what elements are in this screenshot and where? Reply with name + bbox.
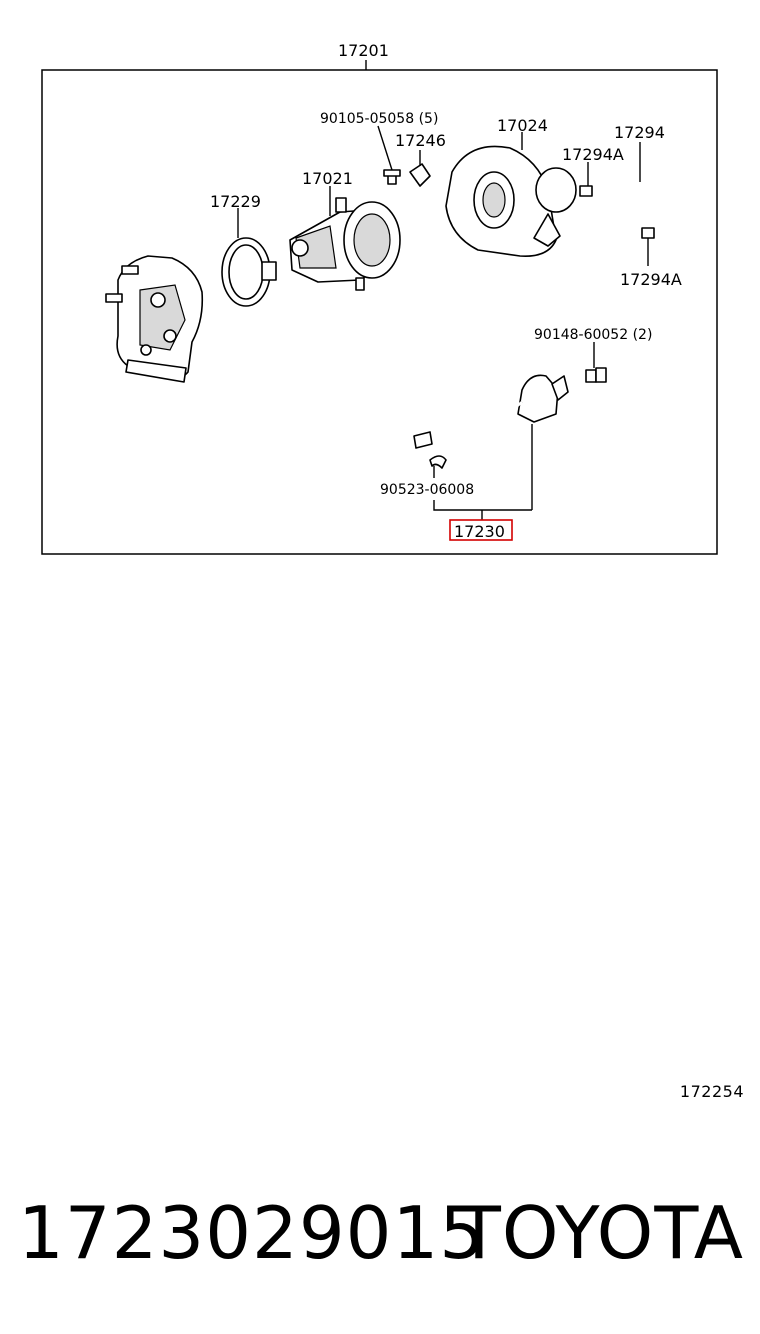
diagram-code: 172254 xyxy=(679,1082,744,1101)
wastegate-actuator-part xyxy=(413,374,569,449)
label-17246: 17246 xyxy=(395,131,446,150)
exploded-parts-diagram: 17201 17229 17021 90105-05058 (5) xyxy=(41,41,718,555)
label-90523-06008: 90523-06008 xyxy=(380,482,474,498)
label-90148-60052: 90148-60052 (2) xyxy=(534,327,652,343)
label-17294: 17294 xyxy=(614,123,665,142)
label-17021: 17021 xyxy=(302,169,353,188)
bolt-part xyxy=(383,169,401,185)
hose-clamp-lower-part xyxy=(641,227,655,239)
clip-part xyxy=(429,455,447,469)
label-17230[interactable]: 17230 xyxy=(454,522,505,541)
highlight-box xyxy=(449,519,513,541)
label-17024: 17024 xyxy=(497,116,548,135)
hose-clamp-upper-part xyxy=(579,185,593,197)
actuator-bolt-part xyxy=(585,367,607,383)
compressor-housing-part xyxy=(445,145,577,257)
label-17294A-lower: 17294A xyxy=(620,270,682,289)
gasket-part xyxy=(409,163,431,187)
label-17294A-upper: 17294A xyxy=(562,145,624,164)
brand-name: TOYOTA xyxy=(456,1191,744,1275)
label-17201: 17201 xyxy=(338,41,389,60)
part-number: 1723029015 xyxy=(18,1191,487,1275)
label-17229: 17229 xyxy=(210,192,261,211)
center-cartridge-part xyxy=(289,197,401,291)
clamp-ring-part xyxy=(221,237,277,307)
diagram-frame xyxy=(41,69,718,555)
turbine-housing-part xyxy=(105,255,204,383)
label-90105-05058: 90105-05058 (5) xyxy=(320,111,438,127)
